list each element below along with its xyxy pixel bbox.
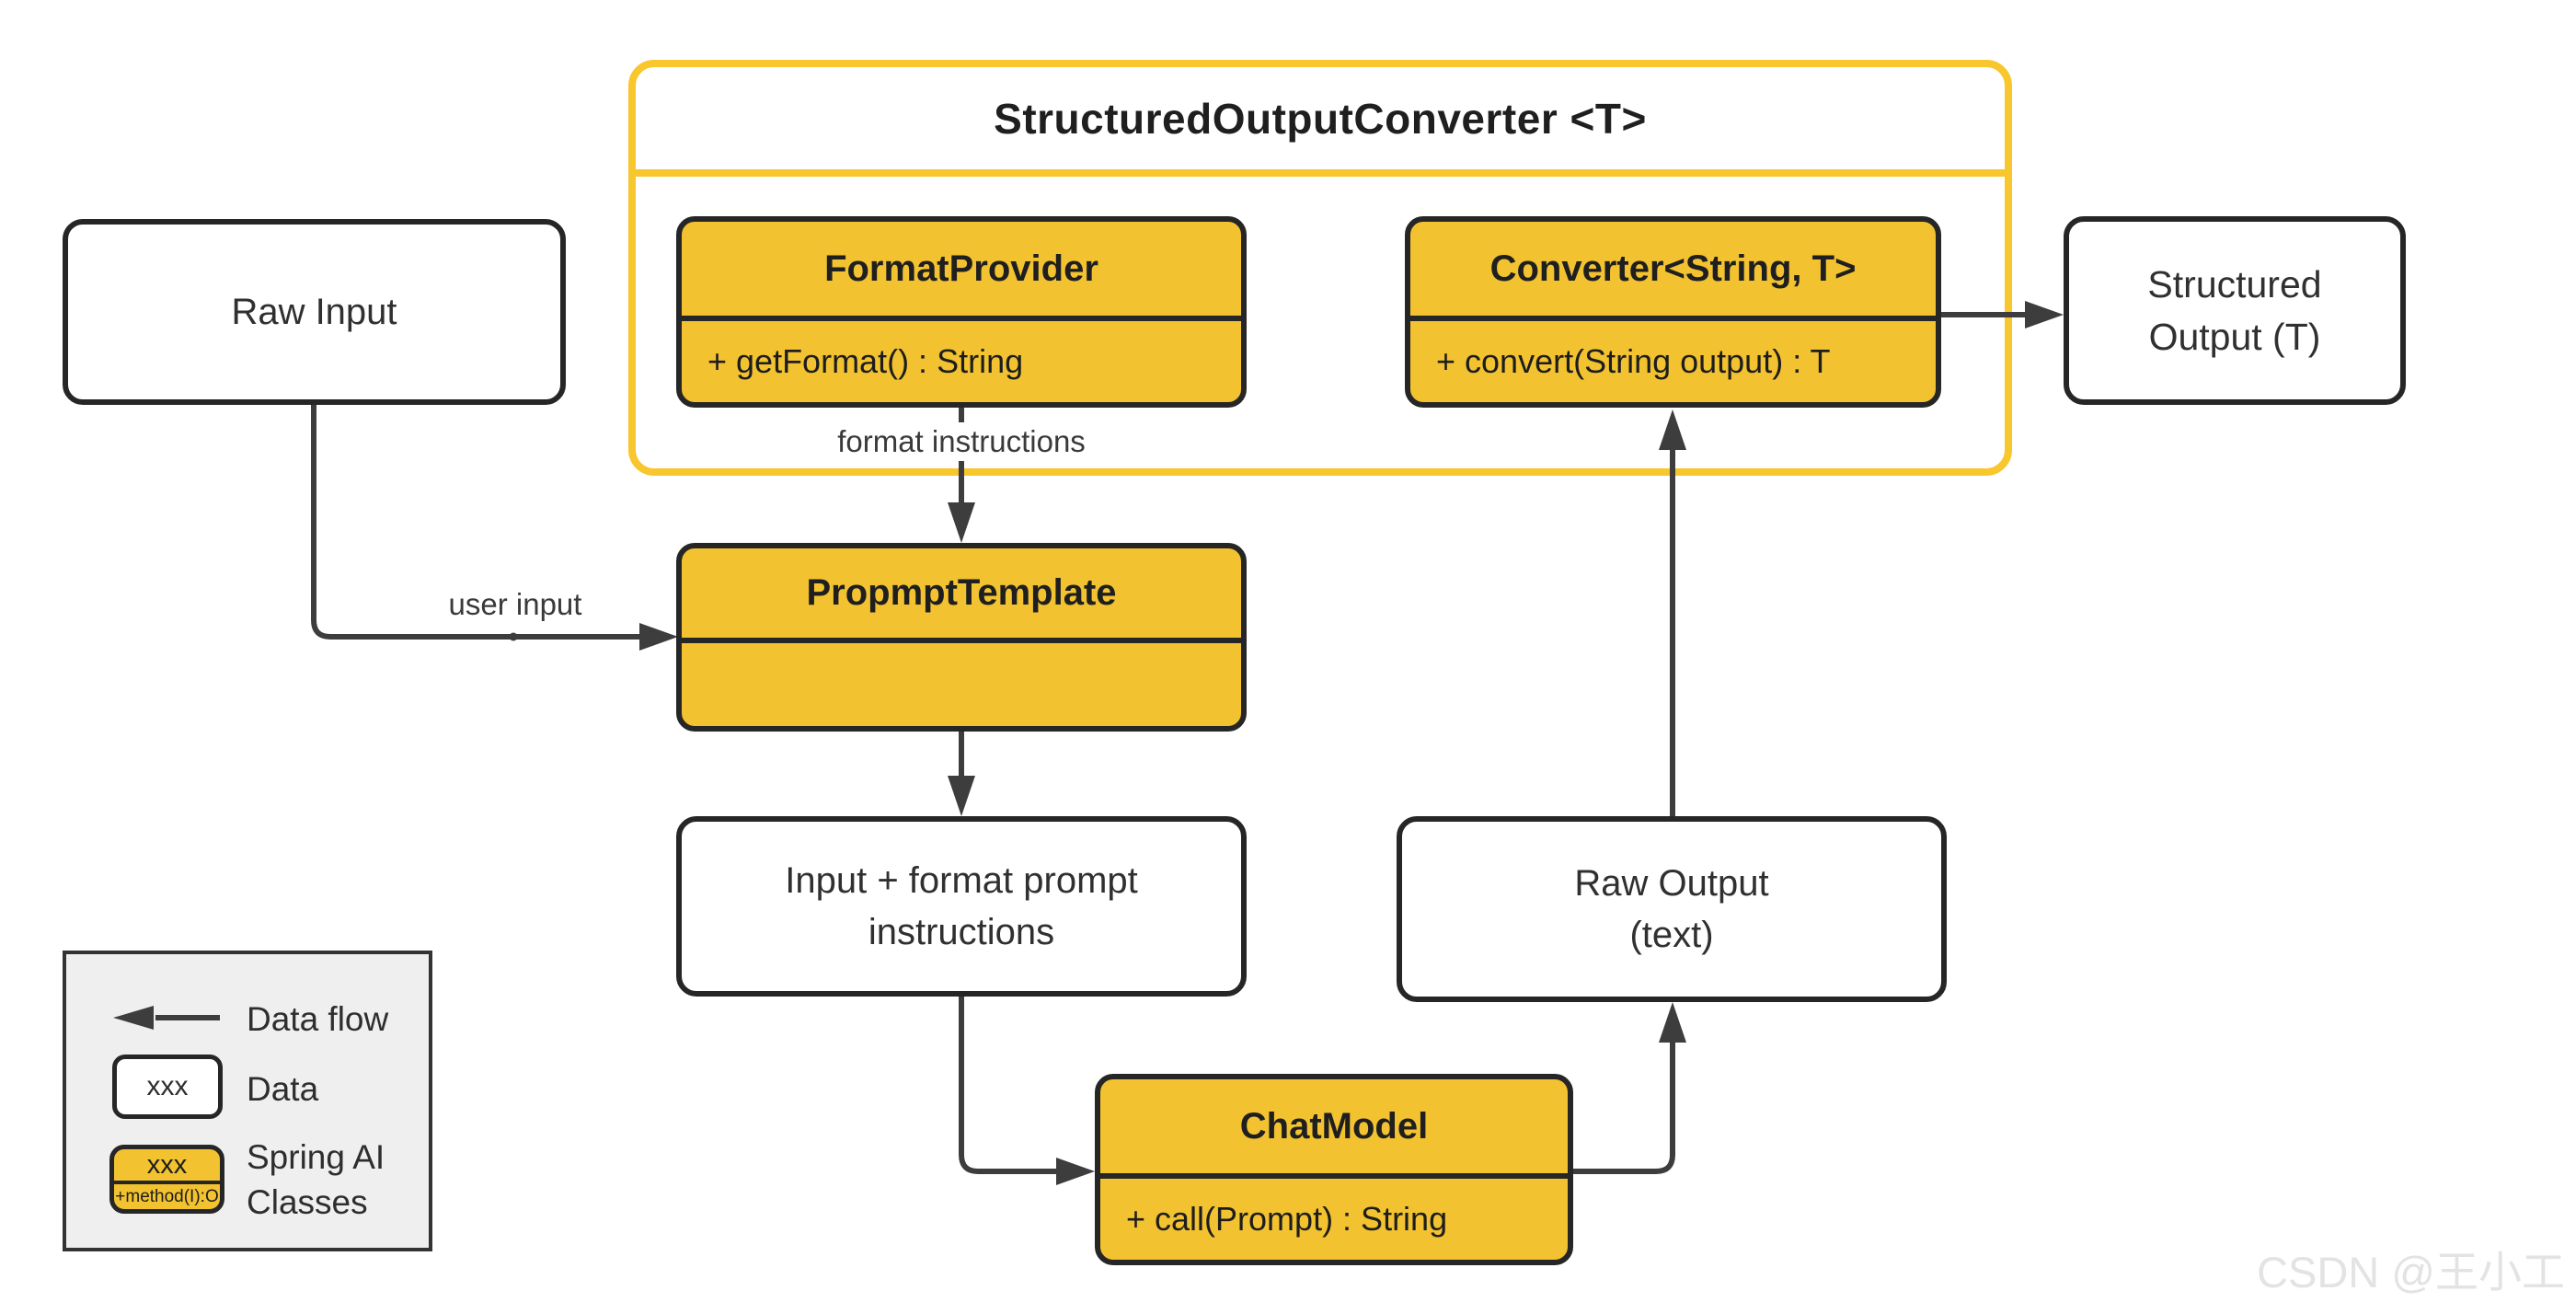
- structured-output-label: Structured Output (T): [2147, 262, 2322, 358]
- prompt-template-class: PropmptTemplate: [676, 543, 1247, 732]
- format-instructions-edge-label: format instructions: [814, 422, 1109, 461]
- raw-output-node: Raw Output (text): [1397, 816, 1947, 1002]
- structured-output-converter-container: StructuredOutputConverter <T>: [628, 60, 2012, 476]
- converter-method: + convert(String output) : T: [1436, 342, 1831, 380]
- class-divider: [1100, 1173, 1568, 1179]
- class-divider: [1410, 316, 1936, 321]
- legend-class-box: xxx +method(I):O: [109, 1145, 224, 1214]
- chat-model-method: + call(Prompt) : String: [1126, 1200, 1448, 1238]
- class-divider: [682, 316, 1241, 321]
- input-format-prompt-node: Input + format prompt instructions: [676, 816, 1247, 997]
- class-divider: [682, 638, 1241, 643]
- edge-converter-to-structured-output: [1941, 301, 2064, 328]
- chat-model-title: ChatModel: [1239, 1105, 1429, 1147]
- watermark: CSDN @王小工: [2257, 1248, 2565, 1297]
- structured-output-node: Structured Output (T): [2064, 216, 2406, 405]
- chat-model-class: ChatModel + call(Prompt) : String: [1095, 1074, 1573, 1265]
- converter-title: Converter<String, T>: [1489, 248, 1857, 289]
- edge-waypoint-dot: [509, 632, 518, 641]
- format-provider-title: FormatProvider: [824, 248, 1098, 289]
- container-title: StructuredOutputConverter <T>: [636, 67, 2005, 177]
- legend-class-sample: xxx: [146, 1149, 188, 1180]
- format-provider-method: + getFormat() : String: [707, 342, 1024, 380]
- format-provider-class: FormatProvider + getFormat() : String: [676, 216, 1247, 408]
- legend-data-box: xxx: [112, 1055, 223, 1119]
- edge-prompt-template-to-input-node: [948, 732, 975, 816]
- raw-output-label: Raw Output (text): [1574, 863, 1769, 955]
- edge-raw-input-to-prompt-template: [311, 405, 678, 651]
- prompt-template-body: [682, 643, 1241, 726]
- edge-raw-output-to-converter: [1659, 409, 1686, 816]
- input-format-prompt-label: Input + format prompt instructions: [785, 860, 1138, 952]
- legend-class-label: Spring AI Classes: [247, 1138, 385, 1221]
- legend-data-label: Data: [247, 1070, 319, 1108]
- raw-input-node: Raw Input: [63, 219, 566, 405]
- edge-chat-model-to-raw-output: [1573, 1002, 1686, 1174]
- raw-input-label: Raw Input: [231, 292, 397, 332]
- legend-class-method: +method(I):O: [115, 1186, 219, 1206]
- legend-class-divider: [114, 1181, 220, 1184]
- user-input-edge-label: user input: [448, 587, 582, 621]
- legend-data-sample: xxx: [146, 1071, 189, 1101]
- prompt-template-title: PropmptTemplate: [806, 572, 1117, 613]
- edge-input-node-to-chat-model: [959, 997, 1095, 1185]
- converter-class: Converter<String, T> + convert(String ou…: [1405, 216, 1941, 408]
- legend: Data flow xxx Data xxx +method(I):O Spri…: [63, 951, 432, 1251]
- data-flow-arrow-icon: [113, 1006, 220, 1030]
- legend-data-flow-label: Data flow: [247, 1000, 389, 1038]
